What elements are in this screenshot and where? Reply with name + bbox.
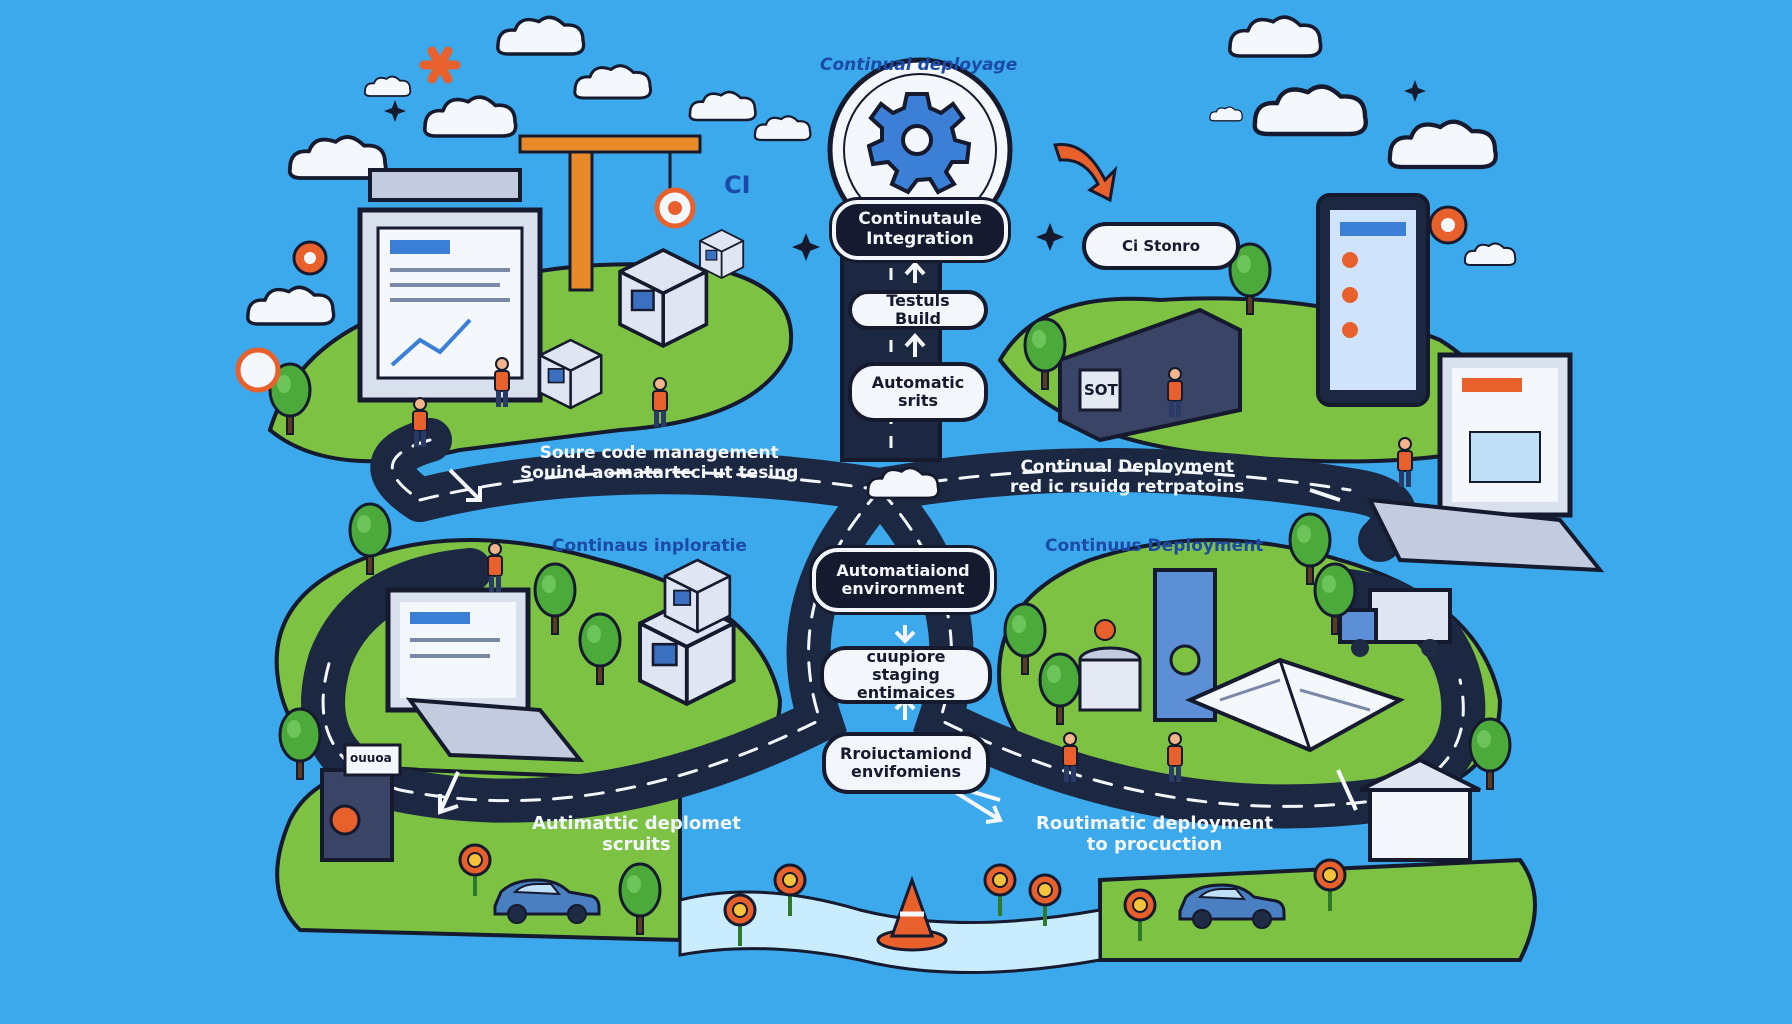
sign-text: ouuoa: [350, 751, 392, 765]
pipeline-step-env: Automatiaiond envirornment: [812, 548, 994, 612]
sparkles: [384, 80, 1426, 261]
ci-storage-pill: Ci Stonro: [1082, 222, 1240, 270]
right-laptop: [1366, 352, 1605, 573]
ci-storage-label: Ci Stonro: [1121, 236, 1201, 255]
gear-icon: [866, 92, 972, 195]
right-server-tower: [1078, 568, 1217, 722]
section-right-title: Continuus Deployment: [1045, 536, 1264, 556]
right-tablet: [1316, 193, 1430, 407]
right-servers: [1058, 307, 1242, 443]
left-monitor: [357, 168, 543, 403]
track-left-label: Soure code management Souind aomatartcci…: [520, 443, 799, 483]
production-env-label: Rroiuctamiond envifomiens: [840, 744, 972, 781]
integration-label: Continutaule Integration: [858, 209, 982, 249]
pipeline-step-integration: Continutaule Integration: [832, 200, 1008, 260]
pipeline-step-staging: cuupiore staging entimaices: [820, 646, 992, 704]
staging-label: cuupiore staging entimaices: [856, 647, 956, 702]
track-right-label: Continual Deployment red ic rsuidg retrp…: [1010, 457, 1245, 497]
open-book: [1184, 657, 1405, 753]
section-left-title: Continaus inploratie: [552, 536, 747, 556]
traffic-cone: [876, 875, 948, 952]
env-label: Automatiaiond envirornment: [836, 560, 970, 598]
scripts-label: Automatic srits: [871, 373, 965, 410]
pipeline-step-scripts: Automatic srits: [848, 362, 988, 422]
page-title: Continual deployage: [820, 55, 1018, 75]
road-left-label: Autimattic deplomet scruits: [532, 813, 741, 855]
left-machine: [320, 743, 402, 862]
truck: [1338, 588, 1452, 657]
pipeline-step-production-env: Rroiuctamiond envifomiens: [822, 732, 990, 794]
asterisk-icon: [419, 46, 461, 84]
right-house: [1359, 757, 1481, 862]
left-laptop: [385, 587, 585, 763]
decorative-gears: [235, 187, 1468, 393]
pipeline-step-tests-build: Testuls Build: [848, 290, 988, 330]
server-label: SOT: [1084, 381, 1118, 399]
road-right-label: Routimatic deployment to procuction: [1036, 813, 1274, 855]
tests-build-label: Testuls Build: [886, 291, 950, 328]
orange-arrow: [1053, 142, 1118, 203]
ci-badge: CI: [724, 171, 751, 199]
crane: [518, 134, 702, 292]
